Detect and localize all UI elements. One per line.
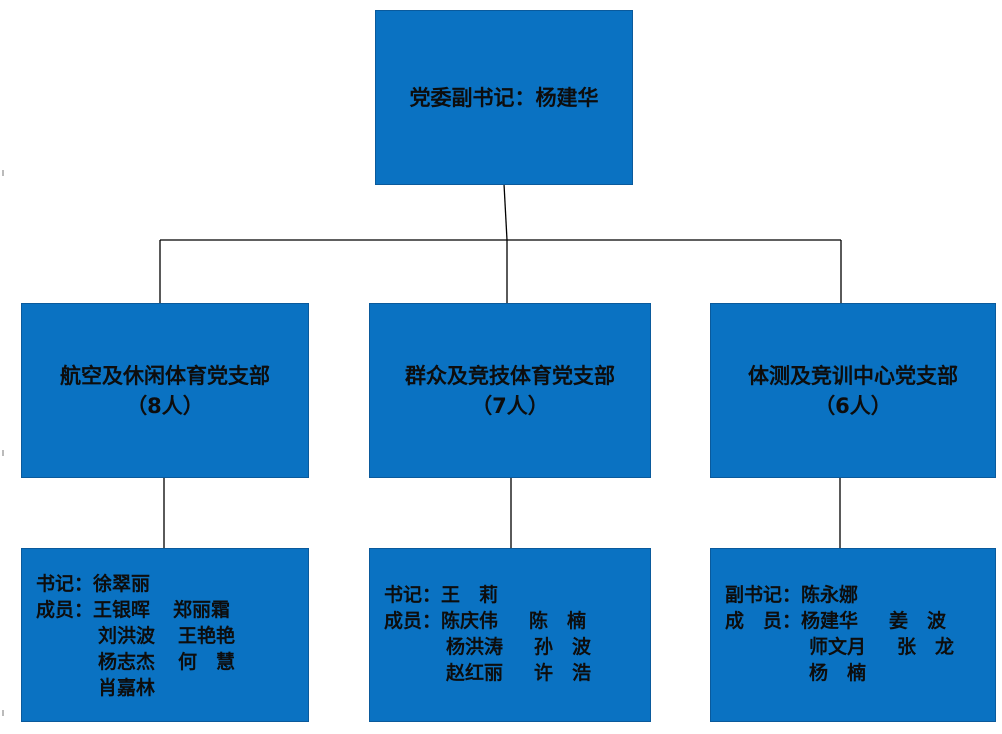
- member-row: 杨志杰何 慧: [36, 649, 308, 675]
- members-label: 成 员：: [725, 610, 802, 632]
- member-name: 王银晖: [93, 599, 151, 621]
- branch-node-mass-competitive[interactable]: 群众及竞技体育党支部 （7人）: [369, 303, 651, 478]
- member-name: 杨 楠: [809, 662, 867, 684]
- member-name: 陈庆伟: [441, 610, 499, 632]
- secretary-label: 书记：: [384, 584, 442, 606]
- edge-mark: [2, 710, 4, 716]
- member-list-testing-training: 副书记： 陈永娜 成 员： 杨建华 姜 波 师文月 张 龙 杨 楠: [710, 548, 996, 722]
- secretary-name: 徐翠丽: [93, 573, 151, 595]
- branch-count: （8人）: [126, 393, 204, 418]
- secretary-name: 陈永娜: [801, 584, 859, 606]
- edge-mark: [2, 170, 4, 176]
- member-row: 成员： 王银晖郑丽霜: [36, 597, 308, 623]
- branch-count: （7人）: [471, 393, 549, 418]
- root-title: 党委副书记：杨建华: [409, 85, 599, 110]
- member-name: 何 慧: [178, 651, 236, 673]
- member-list-mass-competitive: 书记： 王 莉 成员： 陈庆伟 陈 楠 杨洪涛 孙 波 赵红丽 许 浩: [369, 548, 651, 722]
- secretary-row: 书记： 徐翠丽: [36, 571, 308, 597]
- root-node[interactable]: 党委副书记：杨建华: [375, 10, 633, 185]
- member-name: 刘洪波: [98, 625, 156, 647]
- edge-mark: [2, 450, 4, 456]
- branch-name: 体测及竞训中心党支部: [748, 363, 958, 388]
- member-row: 杨 楠: [725, 660, 995, 686]
- branch-name: 航空及休闲体育党支部: [60, 363, 270, 388]
- member-name: 孙 波: [534, 636, 592, 658]
- root-stem: [503, 183, 508, 241]
- member-name: 肖嘉林: [98, 677, 156, 699]
- member-row: 成员： 陈庆伟 陈 楠: [384, 608, 650, 634]
- member-name: 杨建华: [801, 610, 859, 632]
- member-name: 赵红丽: [446, 662, 504, 684]
- member-name: 杨洪涛: [446, 636, 504, 658]
- member-name: 许 浩: [534, 662, 592, 684]
- member-name: 郑丽霜: [173, 599, 231, 621]
- member-name: 陈 楠: [529, 610, 587, 632]
- branch-name: 群众及竞技体育党支部: [405, 363, 615, 388]
- member-name: 师文月: [809, 636, 867, 658]
- member-row: 赵红丽 许 浩: [384, 660, 650, 686]
- branch-node-aviation-leisure[interactable]: 航空及休闲体育党支部 （8人）: [21, 303, 309, 478]
- member-row: 刘洪波王艳艳: [36, 623, 308, 649]
- members-label: 成员：: [36, 599, 94, 621]
- secretary-row: 副书记： 陈永娜: [725, 582, 995, 608]
- secretary-label: 副书记：: [725, 584, 802, 606]
- members-label: 成员：: [384, 610, 442, 632]
- member-name: 杨志杰: [98, 651, 156, 673]
- secretary-row: 书记： 王 莉: [384, 582, 650, 608]
- branch-count: （6人）: [814, 393, 892, 418]
- secretary-name: 王 莉: [441, 584, 499, 606]
- branch-node-testing-training[interactable]: 体测及竞训中心党支部 （6人）: [710, 303, 996, 478]
- secretary-label: 书记：: [36, 573, 94, 595]
- member-name: 张 龙: [897, 636, 955, 658]
- member-list-aviation-leisure: 书记： 徐翠丽 成员： 王银晖郑丽霜 刘洪波王艳艳 杨志杰何 慧 肖嘉林: [21, 548, 309, 722]
- member-name: 姜 波: [889, 610, 947, 632]
- member-row: 师文月 张 龙: [725, 634, 995, 660]
- member-row: 成 员： 杨建华 姜 波: [725, 608, 995, 634]
- member-row: 肖嘉林: [36, 675, 308, 701]
- member-row: 杨洪涛 孙 波: [384, 634, 650, 660]
- member-name: 王艳艳: [178, 625, 236, 647]
